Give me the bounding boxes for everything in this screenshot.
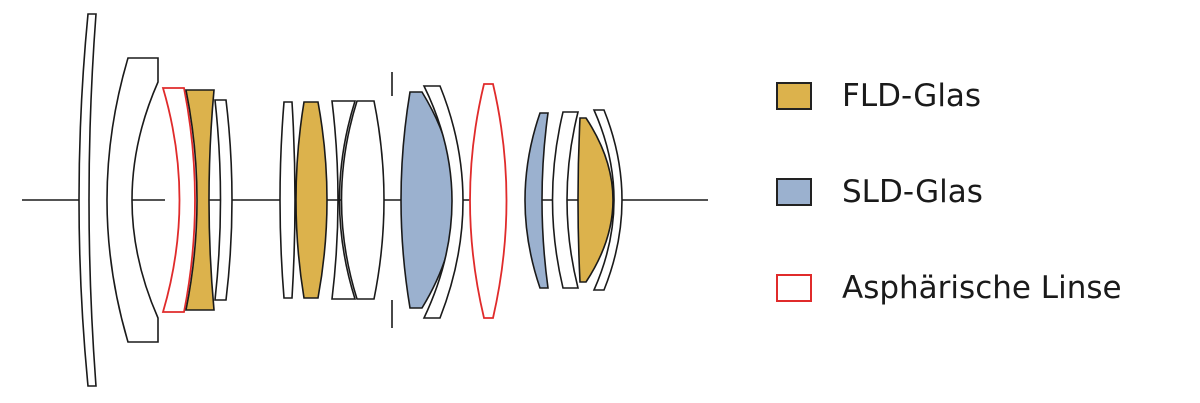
lens-element-4-fld <box>185 89 215 311</box>
lens-element-14 <box>551 111 580 289</box>
lens-element-5 <box>214 99 233 301</box>
legend-item-aspherical: Asphärische Linse <box>776 264 1122 312</box>
legend-label-aspherical: Asphärische Linse <box>842 270 1122 306</box>
lens-diagram <box>22 13 708 387</box>
lens-element-8 <box>331 100 357 300</box>
fld-swatch <box>776 82 812 110</box>
lens-element-15-fld <box>577 117 614 283</box>
lens-element-7-fld <box>295 101 328 299</box>
lens-element-3-aspherical <box>161 87 196 313</box>
aspherical-swatch <box>776 274 812 302</box>
lens-element-13-sld <box>524 112 549 289</box>
legend-label-fld: FLD-Glas <box>842 78 982 114</box>
lens-element-11 <box>422 85 464 319</box>
legend-item-sld: SLD-Glas <box>776 168 1122 216</box>
lens-element-16 <box>592 109 623 291</box>
legend: FLD-Glas SLD-Glas Asphärische Linse <box>776 72 1122 312</box>
sld-swatch <box>776 178 812 206</box>
lens-element-12-aspherical <box>469 83 508 319</box>
lens-element-2 <box>106 57 159 343</box>
lens-element-1 <box>78 13 97 387</box>
legend-item-fld: FLD-Glas <box>776 72 1122 120</box>
legend-label-sld: SLD-Glas <box>842 174 983 210</box>
lens-element-9 <box>340 100 385 300</box>
lens-element-6 <box>279 101 296 299</box>
